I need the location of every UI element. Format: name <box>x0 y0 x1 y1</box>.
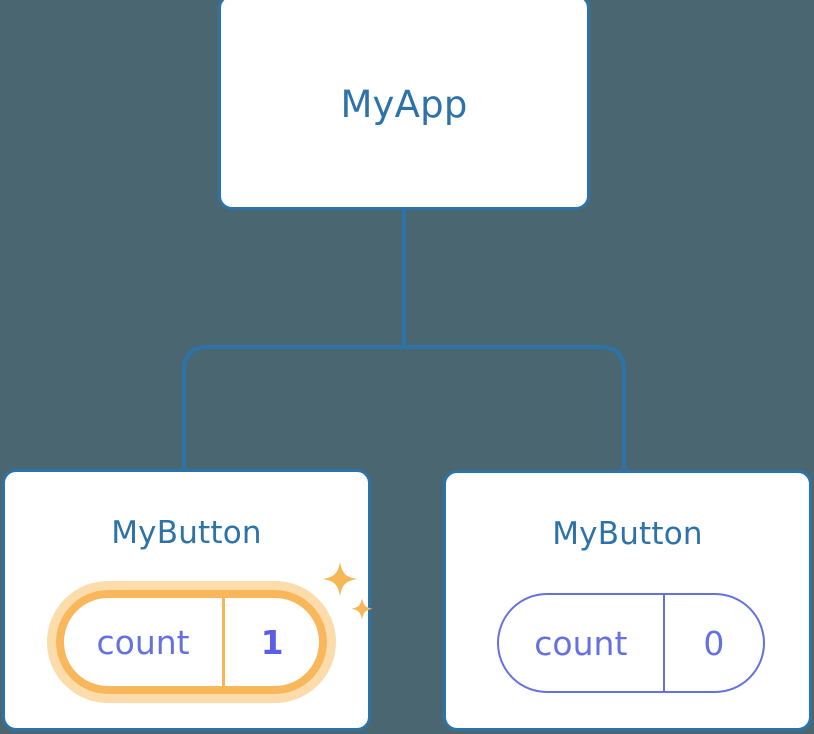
tree-node-child-right[interactable]: MyButton count 0 <box>443 470 812 731</box>
prop-pill-value: 1 <box>260 622 284 662</box>
prop-pill-count-highlighted[interactable]: count 1 <box>56 590 327 694</box>
child-right-node-title: MyButton <box>552 516 703 552</box>
prop-pill-divider <box>662 595 665 691</box>
child-left-node-title: MyButton <box>111 515 262 551</box>
prop-pill-highlight-halo <box>47 581 336 703</box>
prop-pill-count-plain[interactable]: count 0 <box>497 593 765 693</box>
prop-pill-key: count <box>96 622 190 662</box>
connector-branch <box>182 345 626 470</box>
tree-node-root[interactable]: MyApp <box>218 0 590 210</box>
prop-pill-divider <box>222 598 226 686</box>
tree-node-child-left[interactable]: MyButton count 1 <box>2 469 371 731</box>
root-node-title: MyApp <box>340 83 468 126</box>
prop-pill-value: 0 <box>703 623 725 663</box>
prop-pill-key: count <box>534 623 628 663</box>
